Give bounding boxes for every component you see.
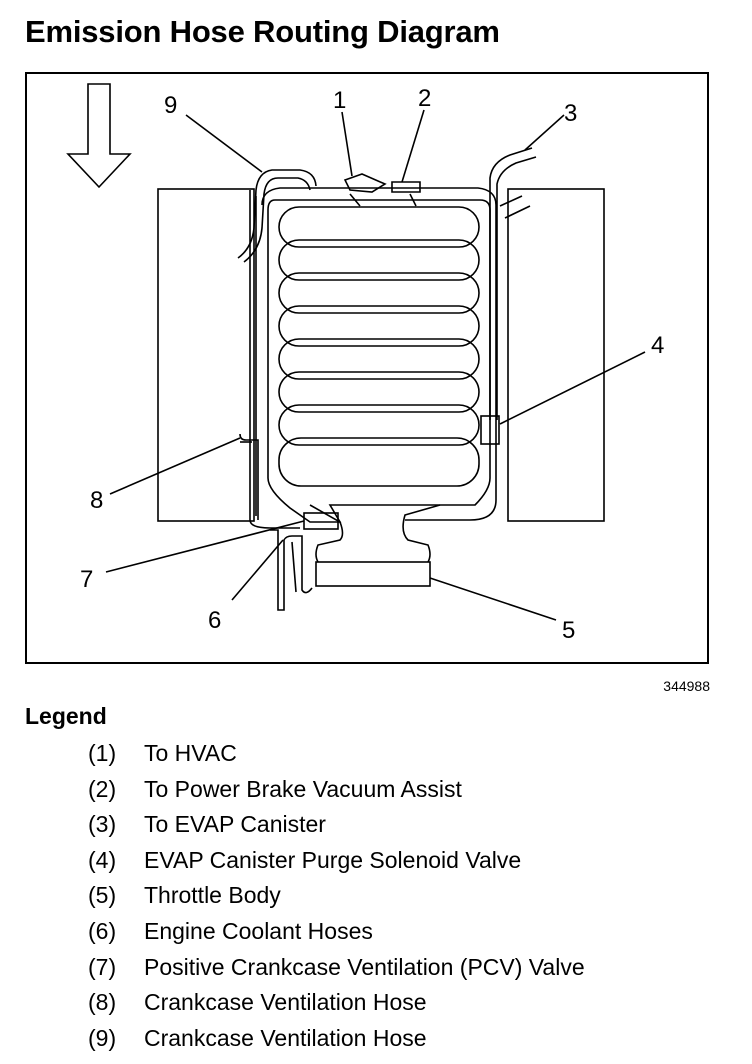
callout-4: 4 [651, 332, 664, 359]
figure-number: 344988 [663, 678, 710, 694]
legend-text: Positive Crankcase Ventilation (PCV) Val… [144, 953, 585, 980]
legend-text: To EVAP Canister [144, 811, 326, 838]
callout-2: 2 [418, 85, 431, 112]
evap-hose-3 [489, 147, 533, 420]
legend-item: (7) Positive Crankcase Ventilation (PCV) … [88, 951, 585, 987]
callout-6: 6 [208, 607, 221, 634]
legend-item: (2) To Power Brake Vacuum Assist [88, 773, 585, 809]
diagram-frame [25, 72, 709, 664]
legend-item: (8) Crankcase Ventilation Hose [88, 986, 585, 1022]
legend-item: (3) To EVAP Canister [88, 808, 585, 844]
legend-number: (8) [88, 989, 117, 1016]
legend-text: To HVAC [144, 740, 237, 766]
callout-5: 5 [562, 617, 575, 644]
callout-7: 7 [80, 566, 93, 593]
legend-number: (1) [88, 740, 117, 766]
legend-text: Throttle Body [144, 882, 281, 909]
legend-text: Crankcase Ventilation Hose [144, 1024, 427, 1051]
legend-number: (7) [88, 953, 117, 980]
legend-title: Legend [25, 703, 107, 729]
legend-number: (9) [88, 1024, 117, 1051]
crankcase-hose-9 [237, 169, 317, 259]
coolant-hoses-6 [270, 529, 313, 611]
diagram-title: Emission Hose Routing Diagram [25, 14, 500, 49]
callout-9: 9 [164, 92, 177, 119]
legend-text: EVAP Canister Purge Solenoid Valve [144, 846, 522, 873]
legend-number: (3) [88, 811, 117, 838]
left-cylinder-bank [157, 188, 255, 522]
legend-item: (9) Crankcase Ventilation Hose [88, 1022, 585, 1058]
front-arrow-icon [66, 83, 132, 189]
legend-item: (6) Engine Coolant Hoses [88, 915, 585, 951]
hvac-fitting [343, 173, 387, 193]
legend-number: (4) [88, 846, 117, 873]
legend-number: (5) [88, 882, 117, 909]
legend-list: (1) To HVAC (2) To Power Brake Vacuum Assi… [88, 737, 585, 1057]
legend-item: (4) EVAP Canister Purge Solenoid Valve [88, 844, 585, 880]
legend-item: (1) To HVAC [88, 737, 585, 773]
crankcase-hose-8 [239, 433, 259, 520]
right-cylinder-bank [507, 188, 605, 522]
legend-number: (6) [88, 917, 117, 944]
callout-8: 8 [90, 487, 103, 514]
callout-1: 1 [333, 87, 346, 114]
legend-number: (2) [88, 775, 117, 802]
legend-text: Engine Coolant Hoses [144, 917, 373, 944]
legend-item: (5) Throttle Body [88, 879, 585, 915]
throttle-body [315, 561, 431, 587]
callout-3: 3 [564, 100, 577, 127]
legend-text: Crankcase Ventilation Hose [144, 989, 427, 1016]
plenum-runners [278, 206, 480, 487]
intake-manifold [267, 199, 491, 523]
legend-text: To Power Brake Vacuum Assist [144, 775, 462, 802]
brake-fitting [391, 181, 421, 193]
routing-diagram: 1 2 3 4 5 6 7 8 9 [66, 83, 664, 644]
